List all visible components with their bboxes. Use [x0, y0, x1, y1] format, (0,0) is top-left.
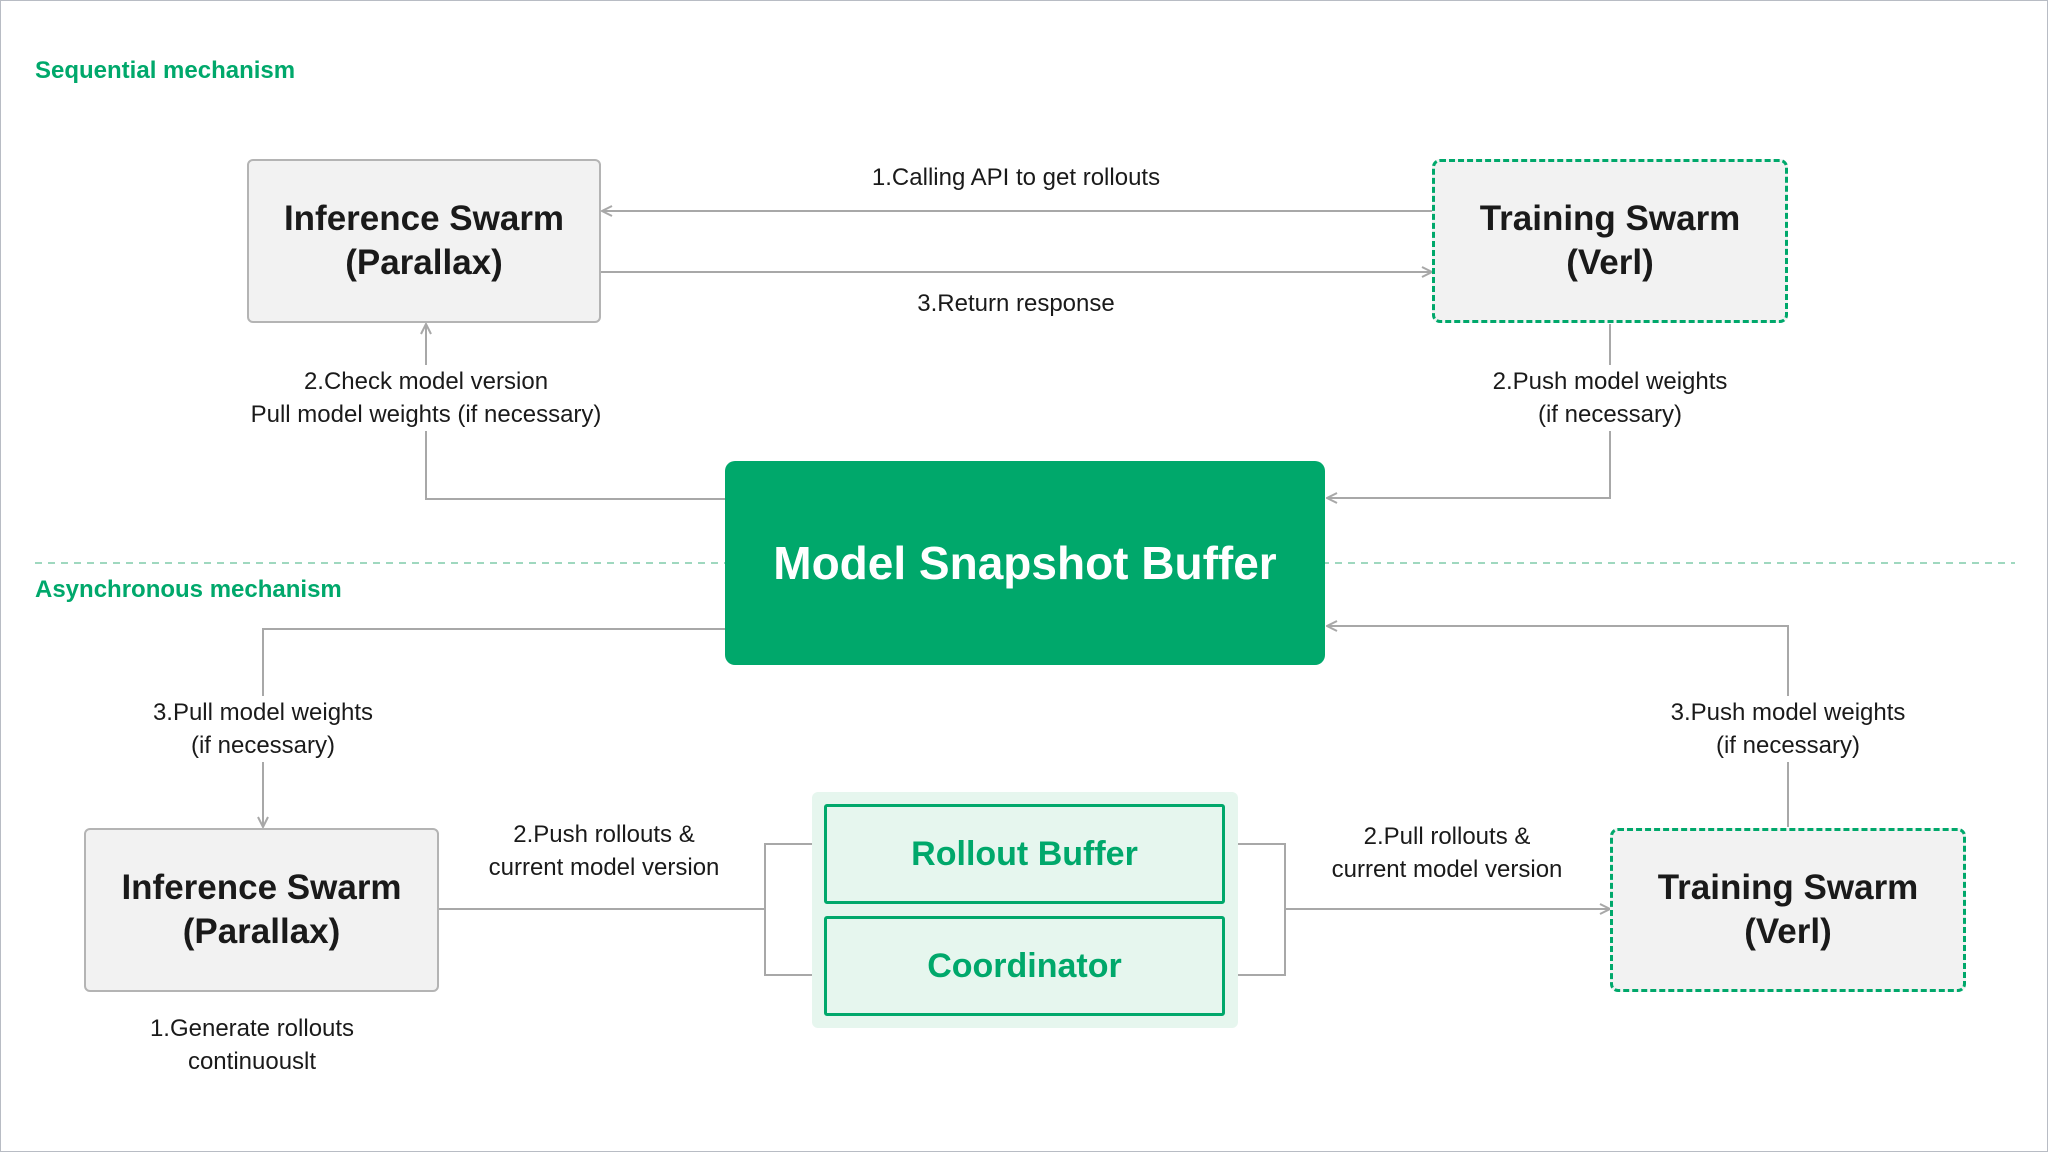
label-pull-rollouts: 2.Pull rollouts & current model version [1325, 820, 1569, 886]
label-push-rollouts: 2.Push rollouts & current model version [482, 818, 726, 884]
async-training-line2: (Verl) [1744, 912, 1832, 951]
label-async-push-weights: 3.Push model weights (if necessary) [1664, 696, 1912, 762]
seq-training-line2: (Verl) [1566, 243, 1654, 282]
rollout-buffer-box: Rollout Buffer [824, 804, 1225, 904]
async-inference-line2: (Parallax) [182, 912, 341, 951]
seq-inference-swarm-box: Inference Swarm (Parallax) [247, 159, 601, 323]
rollout-buffer-label: Rollout Buffer [911, 835, 1138, 873]
model-snapshot-buffer-box: Model Snapshot Buffer [725, 461, 1325, 665]
label-generate-rollouts: 1.Generate rollouts continuouslt [143, 1012, 361, 1078]
async-inference-line1: Inference Swarm [121, 868, 402, 907]
asynchronous-title: Asynchronous mechanism [35, 576, 342, 603]
coordinator-label: Coordinator [927, 947, 1122, 985]
seq-training-swarm-box: Training Swarm (Verl) [1432, 159, 1788, 323]
arrow-push-rollouts [439, 844, 823, 910]
seq-inference-line1: Inference Swarm [283, 199, 565, 238]
label-check-pull-weights: 2.Check model version Pull model weights… [244, 365, 608, 431]
arrow-push-version [764, 909, 823, 975]
label-async-pull-weights: 3.Pull model weights (if necessary) [146, 696, 380, 762]
sequential-title: Sequential mechanism [35, 57, 296, 84]
seq-inference-line2: (Parallax) [345, 243, 503, 282]
label-return-response: 3.Return response [911, 287, 1121, 320]
async-training-line1: Training Swarm [1657, 868, 1919, 907]
coordinator-box: Coordinator [824, 916, 1225, 1016]
model-snapshot-buffer-label: Model Snapshot Buffer [773, 537, 1277, 589]
label-seq-push-weights: 2.Push model weights (if necessary) [1486, 365, 1734, 431]
async-inference-swarm-box: Inference Swarm (Parallax) [84, 828, 439, 992]
seq-training-line1: Training Swarm [1479, 199, 1741, 238]
label-call-api: 1.Calling API to get rollouts [865, 161, 1167, 194]
async-training-swarm-box: Training Swarm (Verl) [1610, 828, 1966, 992]
